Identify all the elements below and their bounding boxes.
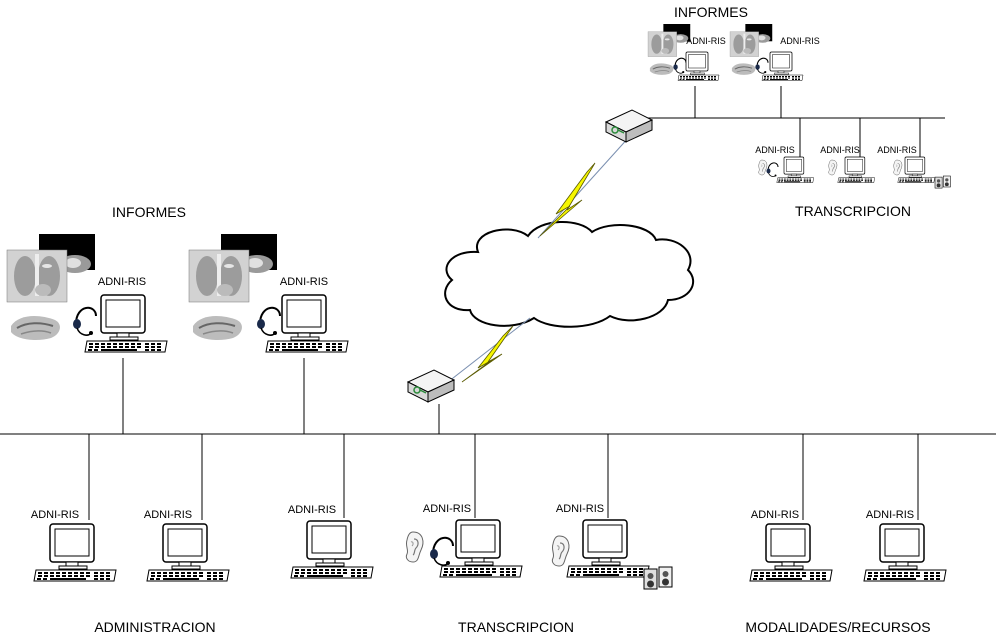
headset-icon (72, 306, 97, 337)
node-label: ADNI-RIS (755, 145, 795, 155)
node-label: ADNI-RIS (686, 36, 726, 46)
ear-icon (828, 159, 838, 176)
xray-images-icon (729, 23, 773, 76)
node-label: ADNI-RIS (866, 509, 914, 521)
computer-icon (439, 519, 523, 578)
node-label: ADNI-RIS (280, 276, 328, 288)
node-label: ADNI-RIS (780, 36, 820, 46)
computer-icon (776, 156, 815, 183)
headset-icon (766, 162, 779, 178)
ear-icon (551, 535, 570, 567)
computer-icon (290, 520, 374, 579)
ear-icon (893, 159, 903, 176)
computer-icon (677, 51, 720, 81)
computer-icon (265, 294, 349, 353)
administracion-label: ADMINISTRACION (94, 619, 215, 635)
computer-icon (897, 156, 936, 183)
router-bottom-icon (407, 369, 455, 403)
ear-icon (405, 531, 424, 563)
informes-top-workstation-1[interactable]: ADNI-RIS (647, 23, 726, 81)
node-label: ADNI-RIS (98, 276, 146, 288)
node-label: ADNI-RIS (423, 503, 471, 515)
wan-link-top-icon (537, 135, 631, 239)
node-label: ADNI-RIS (144, 509, 192, 521)
computer-icon (146, 523, 230, 582)
node-label: ADNI-RIS (820, 145, 860, 155)
transcripcion-top-workstation-3[interactable]: ADNI-RIS (877, 145, 951, 189)
computer-icon (749, 523, 833, 582)
router-top-icon (605, 109, 653, 143)
internet-cloud (444, 220, 695, 328)
transcripcion-top-workstation-2[interactable]: ADNI-RIS (820, 145, 876, 183)
node-label: ADNI-RIS (31, 509, 79, 521)
speakers-icon (643, 566, 673, 590)
transcripcion-bottom-workstation-1[interactable]: ADNI-RIS (405, 503, 523, 578)
center-workstation[interactable]: ADNI-RIS (288, 504, 374, 579)
informes-left-label: INFORMES (112, 204, 186, 220)
headset-icon (256, 306, 281, 337)
modalidades-workstation-2[interactable]: ADNI-RIS (863, 509, 947, 582)
computer-icon (566, 519, 650, 578)
transcripcion-top-workstation-1[interactable]: ADNI-RIS (755, 145, 815, 183)
informes-left-workstation-1[interactable]: ADNI-RIS (6, 233, 168, 353)
administracion-workstation-2[interactable]: ADNI-RIS (144, 509, 230, 582)
headset-icon (754, 57, 769, 74)
informes-top-label: INFORMES (674, 4, 748, 20)
computer-icon (761, 51, 804, 81)
informes-left-workstation-2[interactable]: ADNI-RIS (188, 233, 349, 353)
speakers-icon (934, 175, 951, 189)
node-label: ADNI-RIS (288, 504, 336, 516)
xray-images-icon (647, 23, 691, 76)
headset-icon (429, 536, 454, 567)
node-label: ADNI-RIS (877, 145, 917, 155)
computer-icon (837, 156, 876, 183)
computer-icon (863, 523, 947, 582)
modalidades-workstation-1[interactable]: ADNI-RIS (749, 509, 833, 582)
headset-icon (672, 57, 687, 74)
transcripcion-bottom-label: TRANSCRIPCION (458, 619, 574, 635)
lan-cables (0, 86, 996, 520)
computer-icon (84, 294, 168, 353)
node-label: ADNI-RIS (556, 503, 604, 515)
modalidades-label: MODALIDADES/RECURSOS (745, 619, 930, 635)
informes-top-workstation-2[interactable]: ADNI-RIS (729, 23, 820, 81)
xray-images-icon (6, 233, 96, 341)
computer-icon (33, 523, 117, 582)
node-label: ADNI-RIS (751, 509, 799, 521)
ear-icon (758, 159, 768, 176)
transcripcion-bottom-workstation-2[interactable]: ADNI-RIS (551, 503, 673, 590)
administracion-workstation-1[interactable]: ADNI-RIS (31, 509, 117, 582)
transcripcion-top-label: TRANSCRIPCION (795, 203, 911, 219)
